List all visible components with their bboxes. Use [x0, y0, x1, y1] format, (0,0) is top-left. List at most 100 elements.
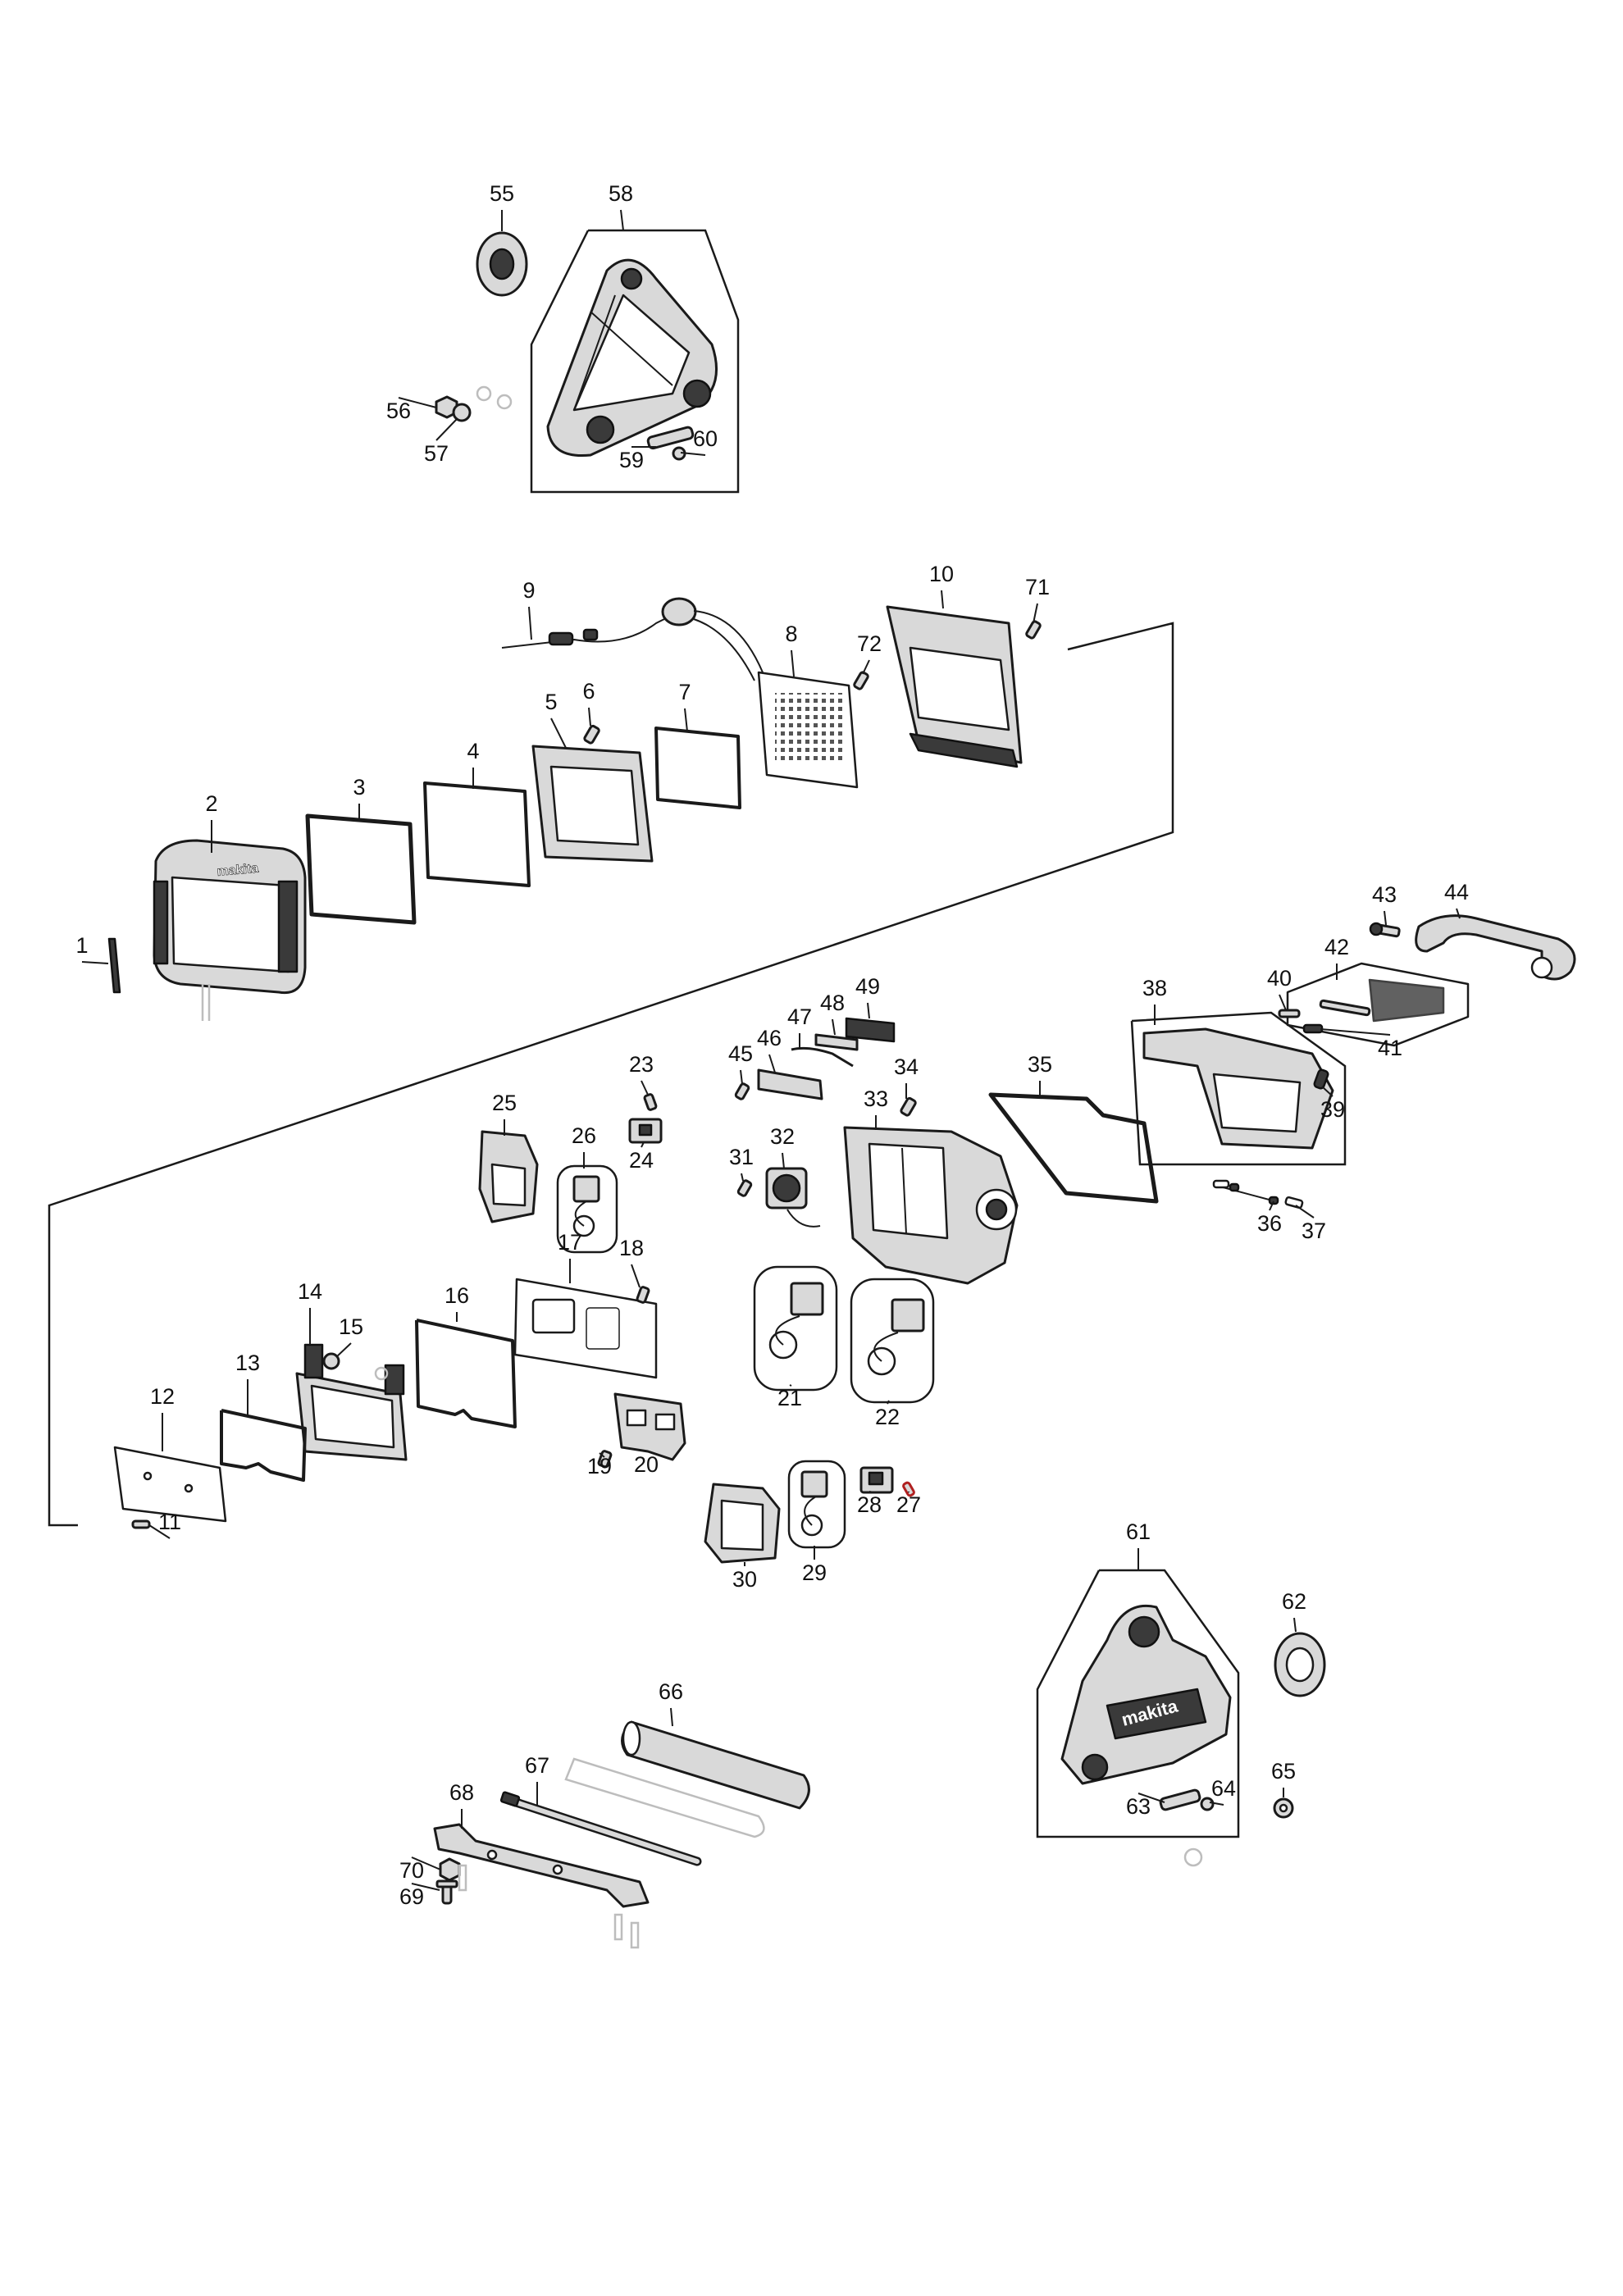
part-number-22: 22 — [875, 1405, 900, 1429]
leader-line-56 — [398, 397, 437, 408]
part-27-pin — [902, 1481, 915, 1497]
part-23-screw — [643, 1093, 658, 1111]
leader-line-43 — [1384, 910, 1387, 926]
part-number-48: 48 — [820, 991, 845, 1015]
part-number-15: 15 — [339, 1314, 363, 1339]
frame-38-cover — [1130, 1011, 1347, 1166]
part-49-switch — [845, 1017, 896, 1043]
leader-line-32 — [782, 1152, 785, 1169]
leader-line-48 — [832, 1018, 836, 1036]
part-35-gasket — [988, 1092, 1159, 1204]
part-22-terminal-assembly — [867, 1298, 925, 1376]
part-number-63: 63 — [1126, 1794, 1151, 1819]
part-number-69: 69 — [399, 1884, 424, 1909]
part-number-49: 49 — [855, 974, 880, 999]
frame-61-side-cover — [1036, 1569, 1240, 1838]
part-06-screw — [583, 724, 600, 745]
part-68-stay-bar — [433, 1823, 650, 1908]
leader-line-22 — [887, 1400, 890, 1405]
part-10-rear-cover — [886, 605, 1023, 768]
part-36-spring — [1212, 1179, 1279, 1205]
part-number-67: 67 — [525, 1753, 549, 1778]
part-42-filter — [1286, 962, 1470, 1047]
leader-line-72 — [862, 659, 870, 675]
assembly-frames — [48, 229, 1347, 1838]
frame-22 — [850, 1278, 935, 1404]
part-number-9: 9 — [522, 578, 535, 603]
frame-58-side-cover — [530, 229, 740, 494]
leader-line-58 — [620, 209, 624, 231]
part-48-holder — [814, 1033, 859, 1051]
part-47-wire — [791, 1046, 854, 1068]
part-04-gasket — [423, 781, 531, 887]
part-number-36: 36 — [1257, 1211, 1282, 1236]
part-number-39: 39 — [1320, 1097, 1345, 1122]
leader-line-69 — [411, 1883, 440, 1891]
part-number-68: 68 — [449, 1780, 474, 1805]
part-number-21: 21 — [777, 1386, 802, 1410]
part-55-knob — [476, 231, 528, 297]
part-number-35: 35 — [1028, 1052, 1052, 1077]
leader-line-62 — [1293, 1617, 1297, 1633]
part-29-terminal-assembly — [800, 1470, 828, 1537]
leader-lines — [81, 209, 1461, 1891]
leader-line-66 — [670, 1707, 673, 1727]
leader-line-10 — [941, 590, 944, 609]
part-number-30: 30 — [732, 1567, 757, 1592]
leader-line-71 — [1033, 603, 1038, 624]
leader-line-8 — [791, 649, 795, 677]
part-number-3: 3 — [353, 775, 365, 800]
part-number-29: 29 — [802, 1560, 827, 1585]
leader-line-1 — [81, 961, 109, 964]
part-30-battery-holder — [704, 1483, 781, 1564]
leader-line-24 — [641, 1141, 645, 1148]
part-number-65: 65 — [1271, 1759, 1296, 1784]
part-number-7: 7 — [678, 680, 691, 704]
part-41-spring — [1302, 1023, 1324, 1034]
part-45-screw — [734, 1082, 750, 1100]
part-number-40: 40 — [1267, 966, 1292, 991]
part-shapes: makita — [107, 231, 1576, 1949]
part-number-24: 24 — [629, 1148, 654, 1173]
part-number-61: 61 — [1126, 1519, 1151, 1544]
part-number-66: 66 — [659, 1679, 683, 1704]
part-18-screw — [636, 1286, 650, 1304]
part-25-battery-holder — [478, 1130, 539, 1223]
part-20-bracket — [613, 1392, 686, 1461]
part-16-gasket — [415, 1319, 517, 1428]
part-number-33: 33 — [864, 1086, 888, 1111]
leader-line-46 — [768, 1054, 776, 1073]
part-number-32: 32 — [770, 1124, 795, 1149]
part-number-45: 45 — [728, 1041, 753, 1066]
leader-line-60 — [680, 452, 706, 456]
leader-line-6 — [588, 707, 591, 727]
part-70-nut — [439, 1857, 461, 1882]
part-59-hinge-plate — [646, 426, 695, 450]
part-43-bolt — [1369, 922, 1401, 938]
part-24-switch-board — [628, 1118, 663, 1144]
part-number-46: 46 — [757, 1026, 782, 1050]
led-grid — [775, 693, 845, 763]
part-number-20: 20 — [634, 1452, 659, 1477]
leader-line-39 — [1321, 1086, 1334, 1097]
part-number-6: 6 — [582, 679, 595, 704]
part-number-26: 26 — [572, 1123, 596, 1148]
part-07-gasket — [654, 727, 741, 809]
leader-line-40 — [1279, 994, 1287, 1011]
part-number-11: 11 — [158, 1510, 181, 1534]
svg-text:makita: makita — [217, 862, 259, 879]
part-number-44: 44 — [1444, 880, 1469, 904]
part-61-side-cover: makita — [1060, 1604, 1232, 1785]
part-15-washer — [322, 1352, 389, 1381]
part-44-handle — [1415, 914, 1576, 981]
part-34-screw — [900, 1096, 917, 1117]
frame-26 — [556, 1164, 618, 1254]
part-number-37: 37 — [1302, 1219, 1326, 1243]
part-number-25: 25 — [492, 1091, 517, 1115]
part-26-terminal-assembly — [572, 1175, 600, 1237]
leader-line-5 — [550, 718, 567, 749]
part-33-battery-housing — [843, 1126, 1019, 1285]
leader-line-64 — [1209, 1802, 1224, 1806]
leader-line-57 — [435, 417, 458, 441]
